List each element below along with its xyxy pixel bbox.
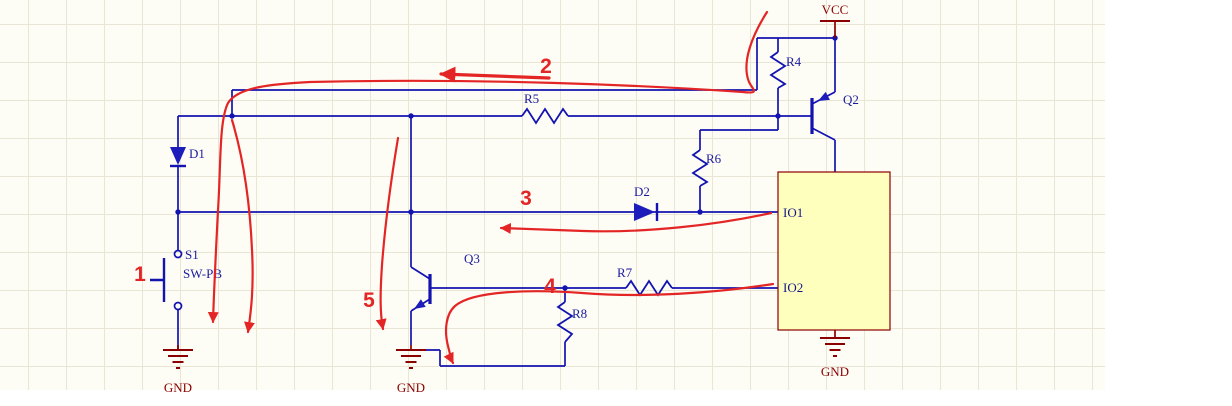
r7-designator: R7 [617,265,633,280]
resistor-body [556,301,574,343]
switch-button [150,258,166,302]
wire-r8-route [412,288,566,367]
ic-block: IO1 IO2 [777,171,891,331]
current-flow-annotations: 1 2 3 4 5 [134,10,775,365]
switch-contact [173,249,183,259]
junction-dot [408,209,414,215]
resistor-r5: R5 [521,91,569,125]
gnd-bars [163,349,193,369]
junction-dot [229,113,235,119]
gnd-bars [820,337,850,357]
switch-s1: S1 SW-PB [150,247,222,311]
r5-designator: R5 [524,91,539,106]
junction-dot [175,209,181,215]
transistor-arrow [818,91,830,101]
resistor-body [625,279,673,297]
resistor-body [769,51,787,89]
gnd-net-label: GND [397,380,425,395]
resistor-r4: R4 [769,51,802,89]
flow-path-2 [207,10,769,324]
annotation-step-1: 1 [134,263,146,286]
resistor-body [691,149,709,187]
s1-part-type: SW-PB [183,266,222,281]
d2-designator: D2 [634,184,650,199]
wires [177,37,836,367]
flow-path-3 [499,211,773,234]
power-vcc: VCC [820,2,850,38]
junction-dots [175,35,838,291]
ic-pin-io2: IO2 [783,280,803,295]
resistor-r6: R6 [691,149,722,187]
s1-designator: S1 [185,247,199,262]
annotation-step-5: 5 [363,289,375,312]
wire-q3-leads [410,116,431,345]
sheet-edge-mask-bottom [0,390,1232,406]
r4-designator: R4 [786,54,802,69]
flow-path-4 [443,282,775,365]
gnd-net-label: GND [821,364,849,379]
diode-d2: D2 [634,184,659,221]
gnd-bars [396,349,426,369]
junction-dot [775,113,781,119]
d1-designator: D1 [189,146,205,161]
sheet-edge-mask-right [1105,0,1232,406]
q2-designator: Q2 [843,92,859,107]
ground-left: GND [163,345,193,395]
annotation-step-4: 4 [544,275,556,298]
resistor-r7: R7 [617,265,673,297]
ground-right: GND [820,330,850,379]
flow-path-3-descent [230,118,255,334]
gnd-net-label: GND [164,380,192,395]
transistor-q3: Q3 [414,251,480,309]
ground-middle: GND [396,345,426,395]
flow-path-5 [375,136,400,331]
r8-designator: R8 [572,306,587,321]
ic-pin-io1: IO1 [783,205,803,220]
resistor-body [521,107,569,125]
diode-triangle [170,147,186,165]
r6-designator: R6 [706,151,722,166]
vcc-net-label: VCC [822,2,849,17]
transistor-q2: Q2 [810,91,859,134]
switch-contact [173,301,183,311]
junction-dot [697,209,703,215]
q3-designator: Q3 [464,251,480,266]
diode-d1: D1 [170,146,205,168]
annotation-step-2: 2 [540,55,552,78]
junction-dot [408,113,414,119]
flow-arrow-2 [439,66,551,83]
junction-dot [562,285,568,291]
annotation-step-3: 3 [520,187,532,210]
diode-triangle [634,203,655,221]
wire-vcc-rail [231,37,835,116]
wire-r6-jog [699,88,779,212]
transistor-arrow [414,299,426,309]
resistor-r8: R8 [556,301,587,343]
ic-body [777,171,891,331]
